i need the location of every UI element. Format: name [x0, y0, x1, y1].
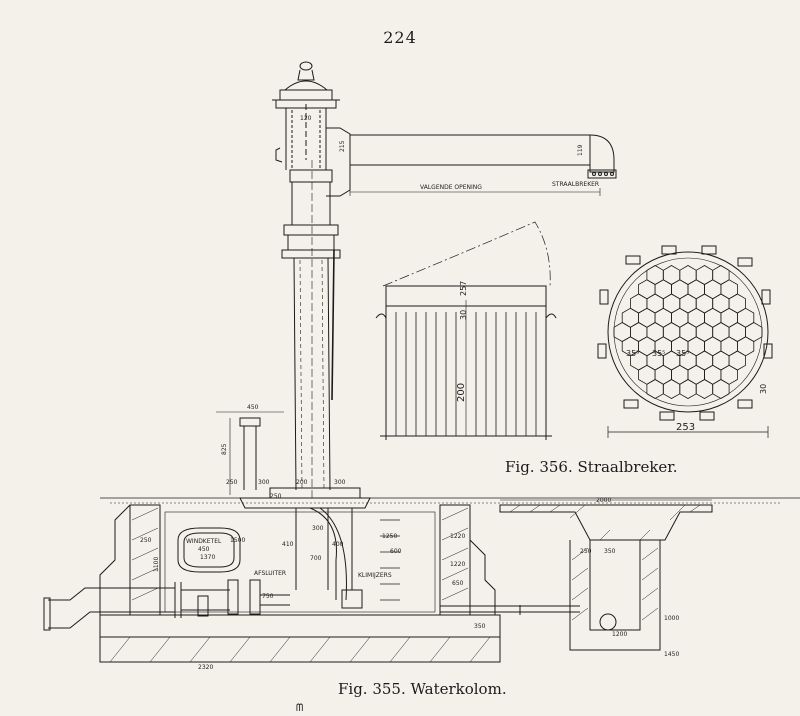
hex-cell [720, 336, 738, 357]
dim-200a: 200 [296, 479, 308, 486]
dim-1450: 1450 [664, 651, 679, 658]
label-klimijzers: KLIMIJZERS [358, 572, 392, 579]
side-valve-column [216, 411, 284, 495]
dim-600: 600 [390, 548, 402, 555]
dim-350: 350 [474, 623, 486, 630]
dim-750: 750 [262, 593, 274, 600]
hex-cell [638, 279, 656, 300]
label-windketel: WINDKETEL [186, 538, 222, 545]
foundation-pit [99, 504, 501, 663]
hex-cell [704, 307, 722, 328]
drain-pipe [440, 605, 580, 613]
dim-30: 30 [459, 310, 468, 320]
fig356-plan-view [597, 245, 773, 438]
dim-35a: 35⁵ [626, 349, 639, 358]
dim-2000: 2000 [596, 497, 611, 504]
hex-cell [662, 379, 681, 399]
fig356-side-view [375, 221, 557, 440]
dim-450: 450 [247, 404, 259, 411]
dim-119: 119 [577, 144, 584, 156]
horizontal-arm [326, 127, 617, 197]
inlet-pipe [43, 579, 290, 631]
dim-1500: 1500 [230, 537, 245, 544]
hex-cell [646, 379, 664, 399]
dim-1200: 1200 [612, 631, 627, 638]
hex-cell [687, 279, 705, 300]
hex-cell [687, 336, 705, 357]
dim-1220b: 1220 [450, 561, 465, 568]
dim-120: 120 [300, 115, 312, 122]
dim-700: 700 [310, 555, 322, 562]
climbing-irons [380, 519, 400, 601]
label-straalbreker-small: STRAALBREKER [552, 181, 599, 188]
dim-650: 650 [452, 580, 464, 587]
hex-cell [654, 279, 672, 300]
hex-cell [720, 279, 738, 300]
hex-cell [671, 364, 689, 385]
dim-35b: 35⁵ [652, 349, 665, 358]
dim-1000: 1000 [664, 615, 679, 622]
hex-cell [704, 279, 722, 300]
hex-cell [679, 379, 697, 399]
hex-cell [687, 364, 705, 385]
dim-1100: 1100 [153, 557, 160, 572]
air-vessel [177, 527, 241, 573]
dim-250b: 250 [270, 493, 282, 500]
hex-cell [720, 307, 738, 328]
dim-825: 825 [221, 443, 228, 455]
vertical-column [281, 160, 341, 500]
dim-410: 410 [282, 541, 294, 548]
hex-cell [704, 336, 722, 357]
hex-cell [712, 379, 730, 399]
fig355-water-column [43, 61, 800, 663]
dim-250a: 250 [226, 479, 238, 486]
column-head [272, 61, 340, 170]
hex-cell [671, 307, 689, 328]
footer-mark: ᗰ [296, 703, 304, 714]
hexagon-grid [613, 265, 763, 399]
dim-300a: 300 [258, 479, 270, 486]
hex-cell [671, 279, 689, 300]
dim-400: 400 [332, 541, 344, 548]
dim-1220: 1220 [450, 533, 465, 540]
dim-215: 215 [339, 140, 346, 152]
caption-fig355: Fig. 355. Waterkolom. [338, 680, 507, 698]
hex-cell [638, 307, 656, 328]
hex-cell [720, 364, 738, 385]
dim-350b: 350 [604, 548, 616, 555]
dim-257: 257 [459, 281, 468, 296]
hex-cell [737, 336, 755, 357]
label-afsluiter: AFSLUITER [254, 570, 286, 577]
drainage-chamber [499, 499, 713, 651]
hex-cell [704, 364, 722, 385]
hex-cell [687, 307, 705, 328]
hex-cell [654, 307, 672, 328]
hex-cell [737, 307, 755, 328]
dim-253: 253 [676, 422, 695, 433]
hex-cell [621, 307, 639, 328]
dimension-labels: 450 825 120 215 119 VALGENDE OPENING STR… [140, 115, 768, 671]
caption-fig356: Fig. 356. Straalbreker. [505, 458, 678, 476]
dim-250c: 250 [140, 537, 152, 544]
dim-1370: 1370 [200, 554, 215, 561]
dim-300b: 300 [334, 479, 346, 486]
hex-cell [654, 364, 672, 385]
dim-35c: 35⁵ [676, 349, 689, 358]
hex-cell [695, 379, 714, 399]
dim-30b: 30 [759, 384, 768, 394]
hex-cell [638, 364, 656, 385]
dim-200-strut: 200 [456, 383, 467, 402]
dim-450b: 450 [198, 546, 210, 553]
dim-300c: 300 [312, 525, 324, 532]
dim-1250: 1250 [382, 533, 397, 540]
dim-250d: 250 [580, 548, 592, 555]
rim-lugs [597, 245, 773, 421]
label-valgende-opening: VALGENDE OPENING [420, 184, 482, 191]
dim-2320: 2320 [198, 664, 213, 671]
page-number: 224 [383, 28, 417, 47]
